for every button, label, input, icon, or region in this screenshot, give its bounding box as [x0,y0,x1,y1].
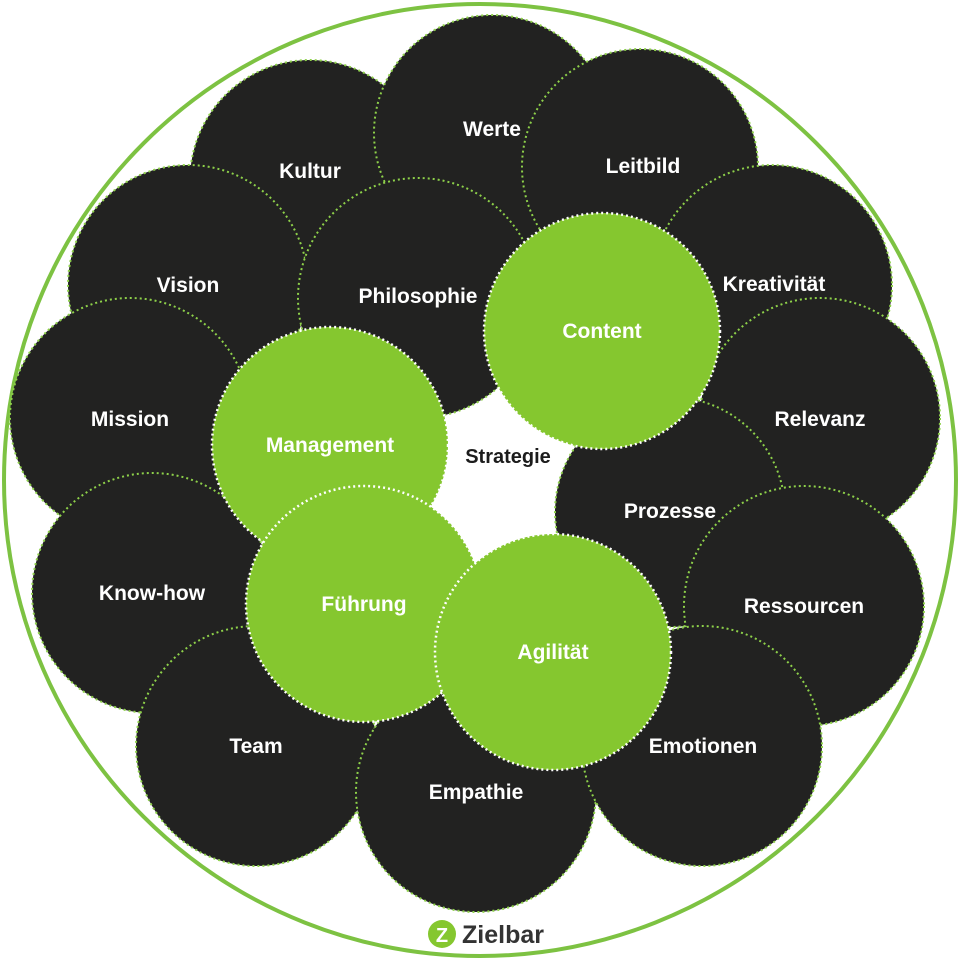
zielbar-logo-icon-glyph: Z [436,925,448,947]
label-emotionen: Emotionen [649,735,758,758]
label-fuehrung: Führung [321,593,406,616]
zielbar-logo-text: Zielbar [462,921,544,949]
label-content: Content [562,320,641,343]
label-werte: Werte [463,118,521,141]
label-know-how: Know-how [99,582,206,605]
zielbar-logo: Z Zielbar [428,920,544,949]
label-prozesse: Prozesse [624,500,716,523]
green-circle-agilitaet: Agilität [433,532,673,772]
label-empathie: Empathie [429,781,524,804]
label-vision: Vision [157,274,220,297]
label-agilitaet: Agilität [517,641,588,664]
label-team: Team [229,735,282,758]
label-mission: Mission [91,408,169,431]
label-kultur: Kultur [279,160,341,183]
circle-agilitaet [433,532,673,772]
green-circle-content: Content [482,211,722,451]
label-kreativitaet: Kreativität [723,273,826,296]
label-relevanz: Relevanz [774,408,865,431]
label-management: Management [266,434,394,457]
circle-content [482,211,722,451]
label-leitbild: Leitbild [606,155,681,178]
label-philosophie: Philosophie [358,285,477,308]
zielbar-logo-icon [428,920,456,948]
label-ressourcen: Ressourcen [744,595,864,618]
center-label-strategie: Strategie [465,446,551,468]
